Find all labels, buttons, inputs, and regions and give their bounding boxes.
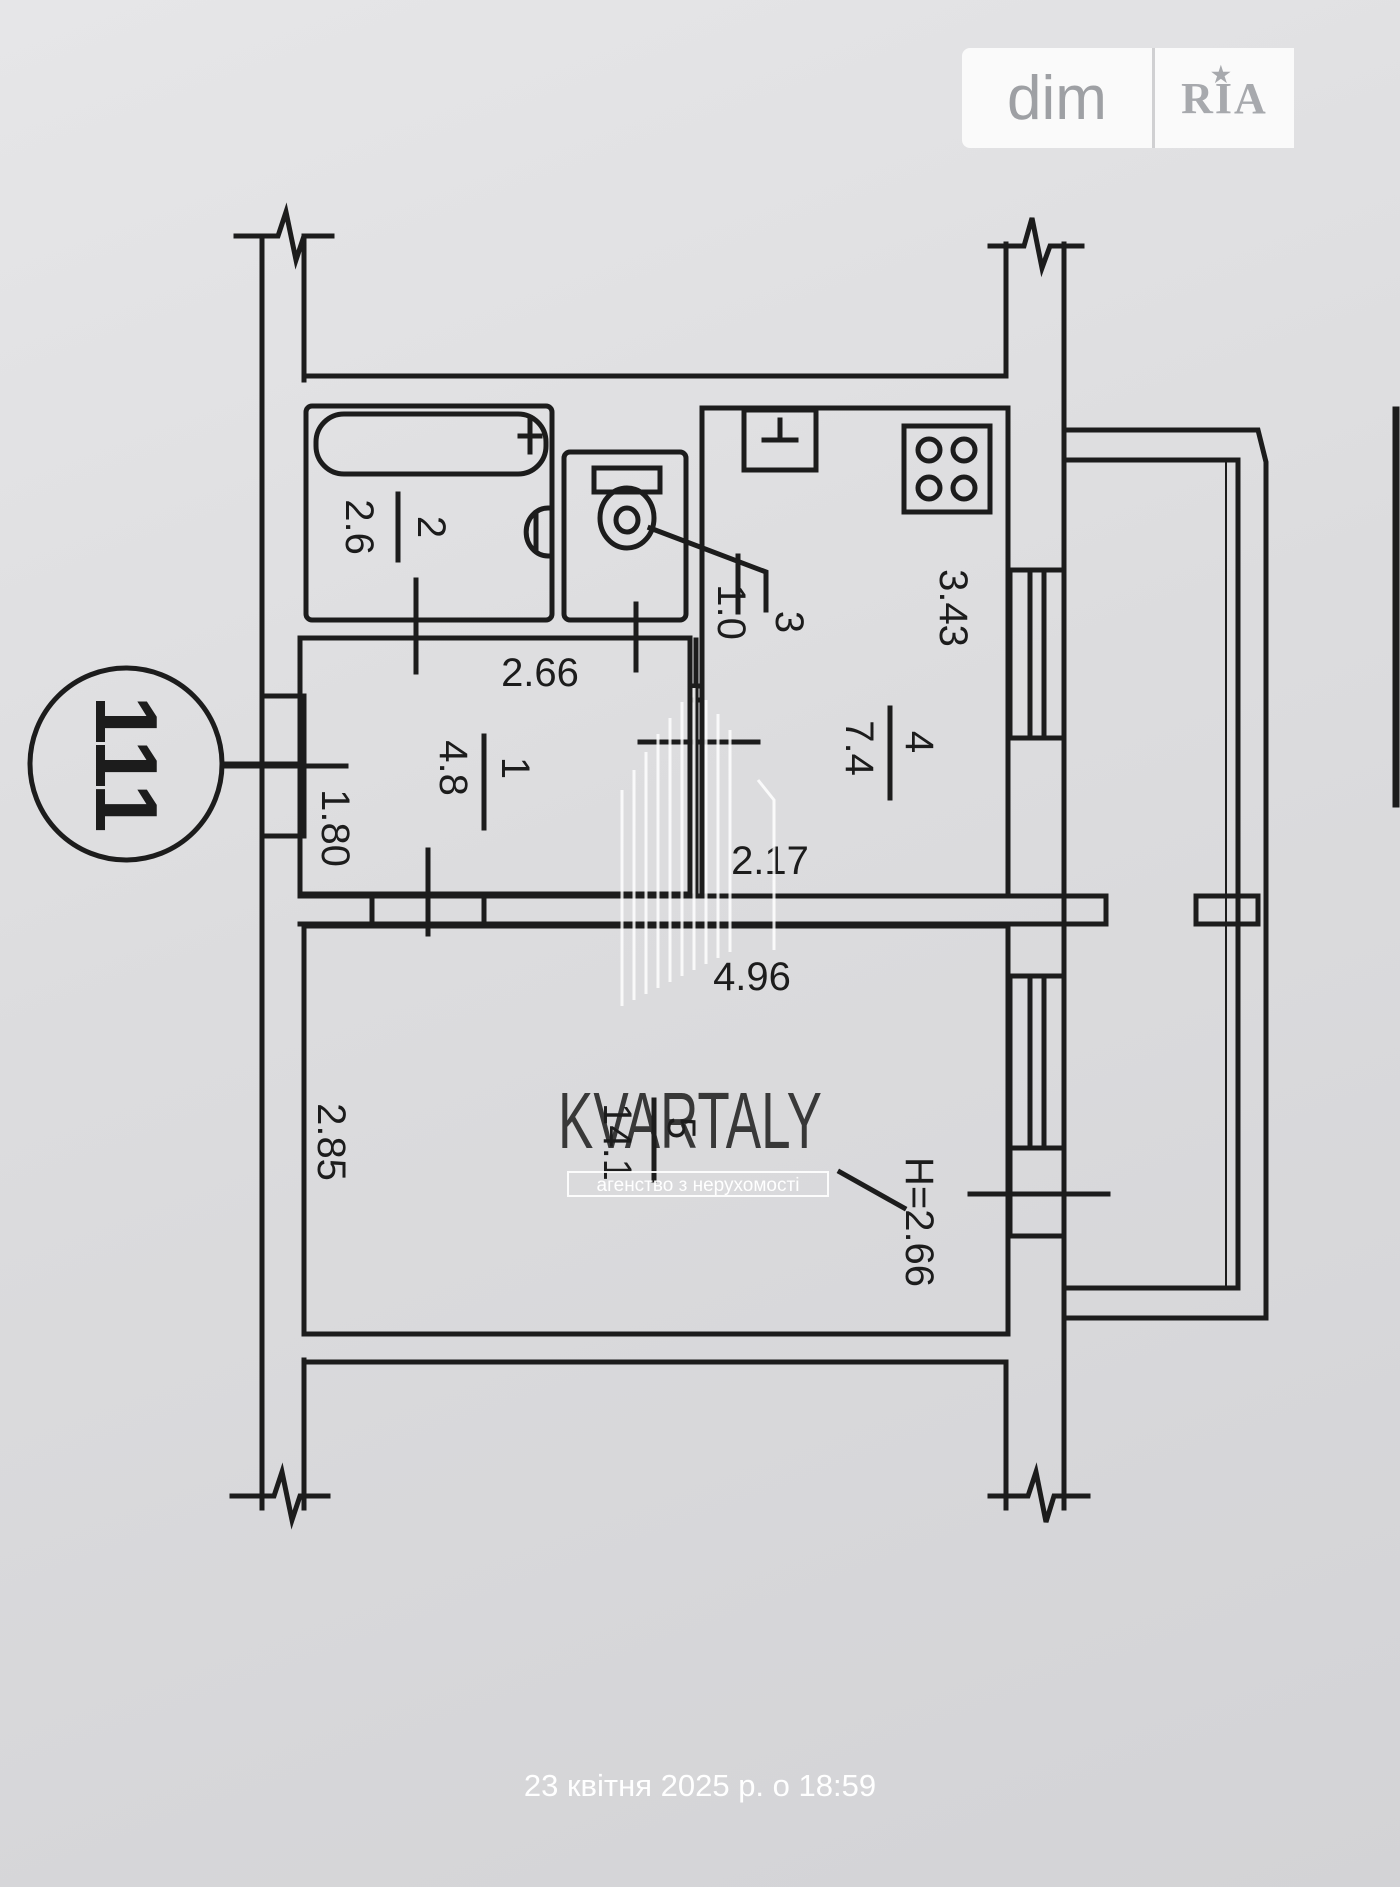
- bathtub: [313, 411, 549, 477]
- watermark-tagline: агенство з нерухомості: [597, 1175, 800, 1196]
- room-3-number: 3: [767, 611, 811, 633]
- kitchen-sink: [741, 407, 819, 473]
- room-1-number: 1: [493, 757, 537, 779]
- room-5-area: 14.1: [595, 1103, 639, 1181]
- dim-living-width: 4.96: [713, 955, 791, 999]
- kitchen-outline: [699, 405, 1011, 899]
- room-2-area: 2.6: [337, 499, 381, 555]
- room-5-number: 5: [659, 1117, 703, 1139]
- dimria-logo[interactable]: dim ★ RIA: [962, 48, 1294, 148]
- dim-hall-width: 2.66: [501, 651, 579, 695]
- dim-kitchen-depth: 3.43: [931, 569, 975, 647]
- bathroom-outline: [303, 403, 555, 623]
- toilet-tank: [591, 465, 663, 495]
- toilet-bowl: [597, 485, 657, 551]
- photo-timestamp: 23 квітня 2025 р. о 18:59: [523, 1768, 877, 1803]
- wall-break-bottom-left: [229, 1462, 331, 1530]
- kitchen-window: [1007, 567, 1067, 741]
- watermark-tagline-box: [567, 1171, 829, 1197]
- balcony-outline: [1063, 427, 1269, 1321]
- wall-break-top-left: [233, 202, 335, 270]
- wall-break-bottom-right: [987, 1462, 1091, 1523]
- room-4-area: 7.4: [837, 720, 881, 776]
- apartment-number: 111: [77, 695, 176, 832]
- kitchen-stove: [901, 423, 993, 515]
- room-4-number: 4: [897, 731, 941, 753]
- room-1-area: 4.8: [431, 740, 475, 796]
- watermark-brand: KVARTALY: [558, 1076, 822, 1165]
- star-icon: ★: [1211, 62, 1233, 87]
- toilet-room-outline: [561, 449, 689, 623]
- logo-ria-text: ★ RIA: [1155, 48, 1294, 148]
- room-3-area: 1.0: [709, 584, 753, 640]
- room-2-number: 2: [409, 516, 453, 538]
- bath-sink: [523, 505, 551, 559]
- dim-living-depth: 2.85: [309, 1103, 353, 1181]
- dim-hall-depth: 1.80: [313, 789, 357, 867]
- wall-break-top-right: [987, 217, 1085, 278]
- logo-ria-label: RIA: [1181, 73, 1268, 123]
- logo-dim-text: dim: [962, 48, 1155, 148]
- living-window: [1007, 973, 1067, 1151]
- dim-kitchen-width: 2.17: [731, 839, 809, 883]
- watermark-logo-mark: [620, 688, 776, 1006]
- dim-ceiling-height: H=2.66: [897, 1157, 941, 1287]
